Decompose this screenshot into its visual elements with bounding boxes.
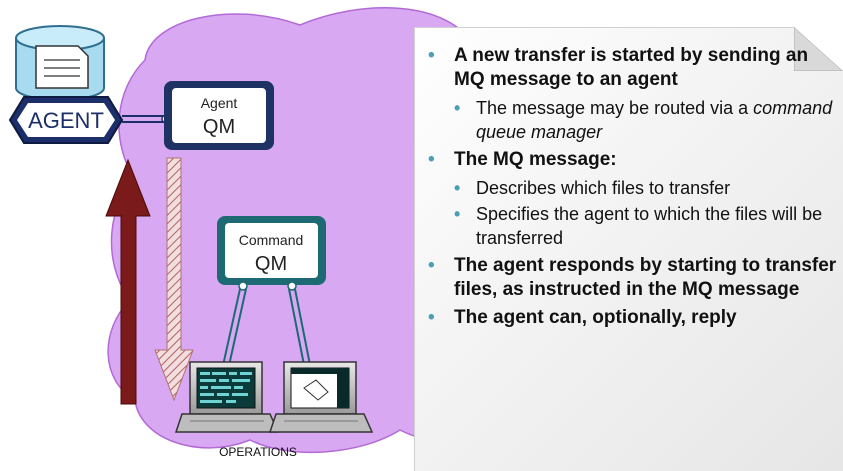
sub-bullet-text: The message may be routed via a [476, 98, 754, 118]
agent-label: AGENT [28, 108, 104, 133]
operations-label: OPERATIONS [219, 445, 297, 459]
command-qm-subtitle: QM [255, 253, 287, 275]
agent-node: AGENT [8, 96, 124, 144]
sub-bullet-text: command queue manager [476, 98, 833, 142]
notes-panel [414, 27, 843, 471]
bullet-dot-icon: • [428, 45, 435, 66]
bullet-dot-icon: • [454, 178, 461, 198]
sub-bullet-list: • Describes which files to transfer • Speci… [454, 176, 838, 250]
bullet-dot-icon: • [428, 255, 435, 276]
sub-bullet-item: • Describes which files to transfer [454, 176, 838, 200]
request-arrow-down [154, 157, 194, 402]
command-qm-box: Command QM [217, 216, 326, 285]
bullet-item: • A new transfer is started by sending an… [428, 44, 838, 144]
agent-qm-subtitle: QM [203, 116, 235, 138]
bullet-dot-icon: • [428, 307, 435, 328]
bullet-dot-icon: • [428, 149, 435, 170]
laptop-terminal-icon [174, 361, 280, 433]
sub-bullet-list: • The message may be routed via a command… [454, 96, 838, 144]
sub-bullet-item: • Specifies the agent to which the files … [454, 202, 838, 250]
agent-qm-box: Agent QM [164, 81, 274, 150]
bullet-item: • The MQ message: • Describes which files t… [428, 148, 838, 250]
bullet-item: • The agent responds by starting to trans… [428, 254, 838, 302]
bullet-text: The agent responds by starting to transf… [454, 255, 837, 300]
sub-bullet-text: Describes which files to transfer [476, 178, 731, 198]
sub-bullet-text: Specifies the agent to which the files w… [476, 204, 823, 248]
command-qm-title: Command [239, 232, 304, 248]
sub-bullet-item: • The message may be routed via a command… [454, 96, 838, 144]
laptop-window-icon [268, 361, 374, 433]
bullet-item: • The agent can, optionally, reply [428, 306, 838, 330]
page-fold-corner [794, 27, 843, 71]
bullet-dot-icon: • [454, 204, 461, 224]
agent-qm-title: Agent [201, 95, 238, 111]
reply-arrow-up [105, 158, 151, 405]
bullet-text: A new transfer is started by sending an … [454, 45, 809, 90]
database-icon [15, 25, 105, 101]
bullet-text: The MQ message: [454, 149, 617, 170]
bullet-dot-icon: • [454, 98, 461, 118]
bullet-list: • A new transfer is started by sending an… [428, 44, 838, 334]
bullet-text: The agent can, optionally, reply [454, 307, 737, 328]
